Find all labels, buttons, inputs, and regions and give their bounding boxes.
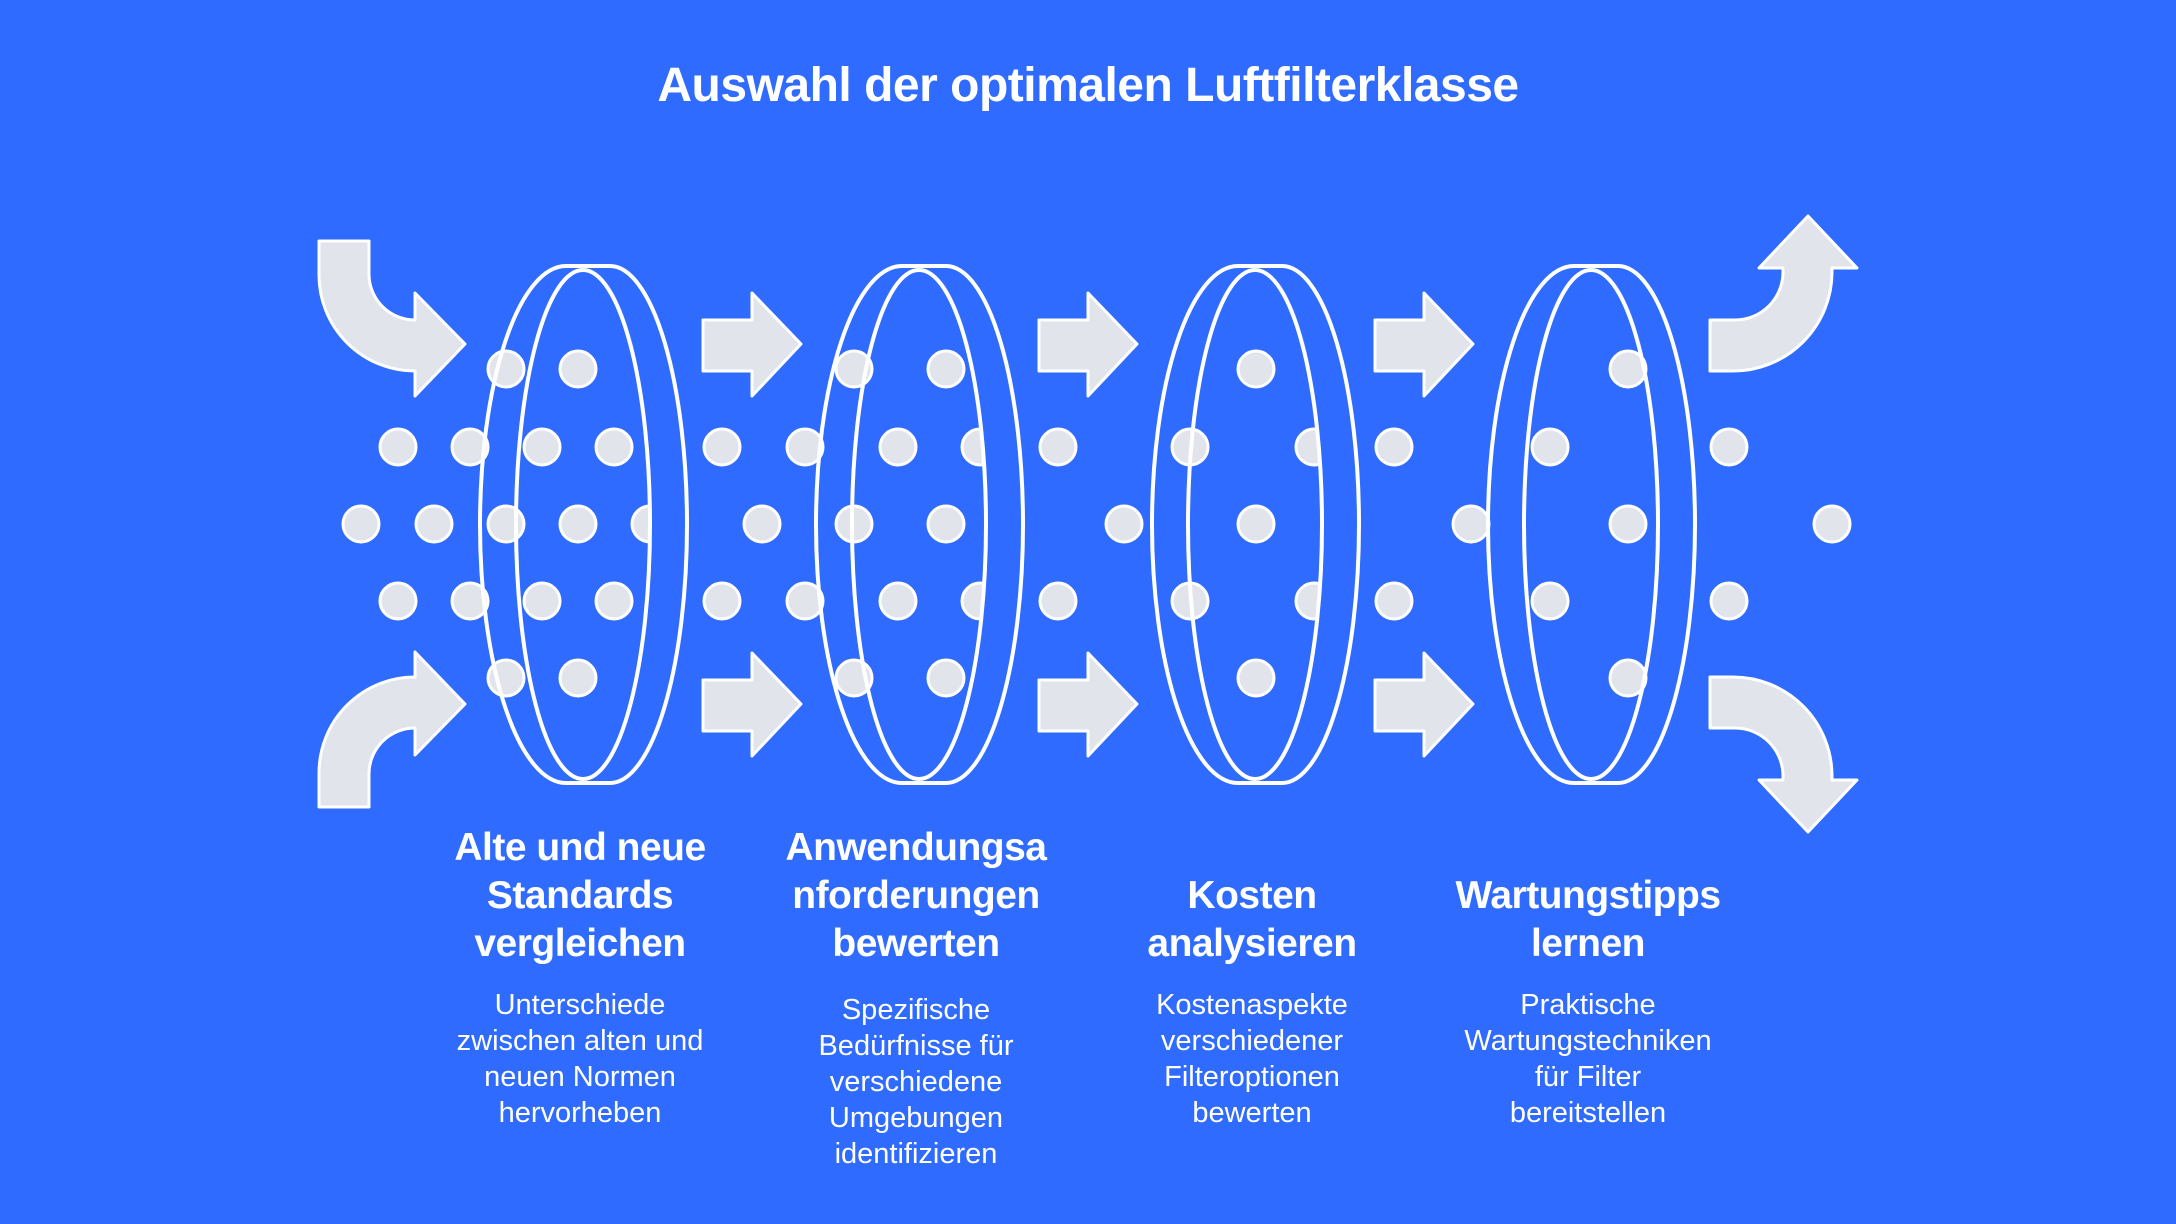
step-heading-line: Standards [486,874,674,917]
arrow-right-icon [1037,291,1139,398]
particle-dot [594,427,634,467]
particle-dot [630,504,650,544]
particle-dot [702,581,742,621]
particle-dot [1812,504,1852,544]
particle-dot [1451,504,1491,544]
air-particles [341,349,1852,698]
particle-dot [558,504,598,544]
particle-dot [926,658,966,698]
step-heading-line: Alte und neue [454,826,706,869]
step-heading-line: Kosten [1187,874,1317,917]
particle-dot [1294,427,1322,467]
filter-disc-icon [1150,264,1361,785]
step-heading-line: bewerten [832,922,1000,965]
step-heading-line: vergleichen [474,922,686,965]
particle-dot [1294,581,1322,621]
particle-dot [1038,581,1078,621]
curved-arrow-out-bottom-icon [1708,675,1859,834]
step-heading-line: analysieren [1147,922,1357,965]
filter-disc-icon [1486,264,1697,785]
step-description: Unterschiede zwischen alten und neuen Norm… [420,987,740,1131]
particle-dot [1709,427,1749,467]
particle-dot [1530,581,1570,621]
step-heading: Anwendungsa nforderungen bewerten [756,818,1076,968]
step-heading-line: nforderungen [792,874,1040,917]
step-description-line: Kostenaspekte [1156,989,1348,1021]
arrow-right-icon [701,651,803,758]
arrow-right-icon [1037,651,1139,758]
step-description-line: Unterschiede [494,989,666,1021]
particle-dot [341,504,381,544]
step-description-line: bereitstellen [1509,1097,1667,1129]
particle-dot [1236,658,1276,698]
particle-dot [878,581,918,621]
particle-dot [878,427,918,467]
particle-dot [1374,427,1414,467]
step-heading-line: Wartungstipps [1455,874,1721,917]
step-heading: Kosten analysieren [1092,818,1412,968]
particle-dot [558,658,598,698]
step-description-line: bewerten [1192,1097,1312,1129]
particle-dot [1709,581,1749,621]
particle-dot [486,504,526,544]
arrow-right-icon [1373,651,1475,758]
particle-dot [414,504,454,544]
step-description-line: neuen Normen [484,1061,676,1093]
curved-arrow-in-top-icon [317,239,467,398]
particle-dot [785,427,825,467]
particle-dot [558,349,598,389]
particle-dot [1236,349,1276,389]
step-description-line: Umgebungen [828,1102,1004,1134]
filters [478,264,1697,785]
curved-arrow-out-top-icon [1708,214,1859,373]
step-description-line: verschiedener [1160,1025,1344,1057]
particle-dot [450,427,490,467]
step-heading: Wartungstipps lernen [1428,818,1748,968]
step-description-line: identifizieren [834,1138,998,1170]
particle-dot [522,427,562,467]
particle-dot [1104,504,1144,544]
particle-dot [1236,504,1276,544]
step-heading-line: Anwendungsa [785,826,1047,869]
step-description-line: Bedürfnisse für [818,1030,1014,1062]
particle-dot [926,504,966,544]
step-heading-line: lernen [1530,922,1646,965]
step-description-line: für Filter [1534,1061,1642,1093]
particle-dot [594,581,634,621]
particle-dot [742,504,782,544]
curved-arrow-in-bottom-icon [317,650,467,809]
particle-dot [926,349,966,389]
particle-dot [378,581,418,621]
diagram-title: Auswahl der optimalen Luftfilterklasse [657,59,1519,112]
step-description-line: Spezifische [841,994,991,1026]
particle-dot [785,581,825,621]
step-description-line: hervorheben [498,1097,662,1129]
filter-disc-icon [814,264,1025,785]
particle-dot [1374,581,1414,621]
particle-dot [450,581,490,621]
particle-dot [378,427,418,467]
step-description-line: Filteroptionen [1164,1061,1340,1093]
particle-dot [486,658,526,698]
particle-dot [702,427,742,467]
step-description-line: verschiedene [829,1066,1003,1098]
particle-dot [1038,427,1078,467]
arrow-right-icon [701,291,803,398]
step-description-line: Wartungstechniken [1464,1025,1712,1057]
particle-dot [1608,504,1648,544]
particle-dot [522,581,562,621]
flow-arrows [317,214,1859,834]
filter-disc-icon [478,264,689,785]
step-description-line: zwischen alten und [456,1025,704,1057]
particle-dot [1530,427,1570,467]
arrow-right-icon [1373,291,1475,398]
step-description-line: Praktische [1520,989,1656,1021]
